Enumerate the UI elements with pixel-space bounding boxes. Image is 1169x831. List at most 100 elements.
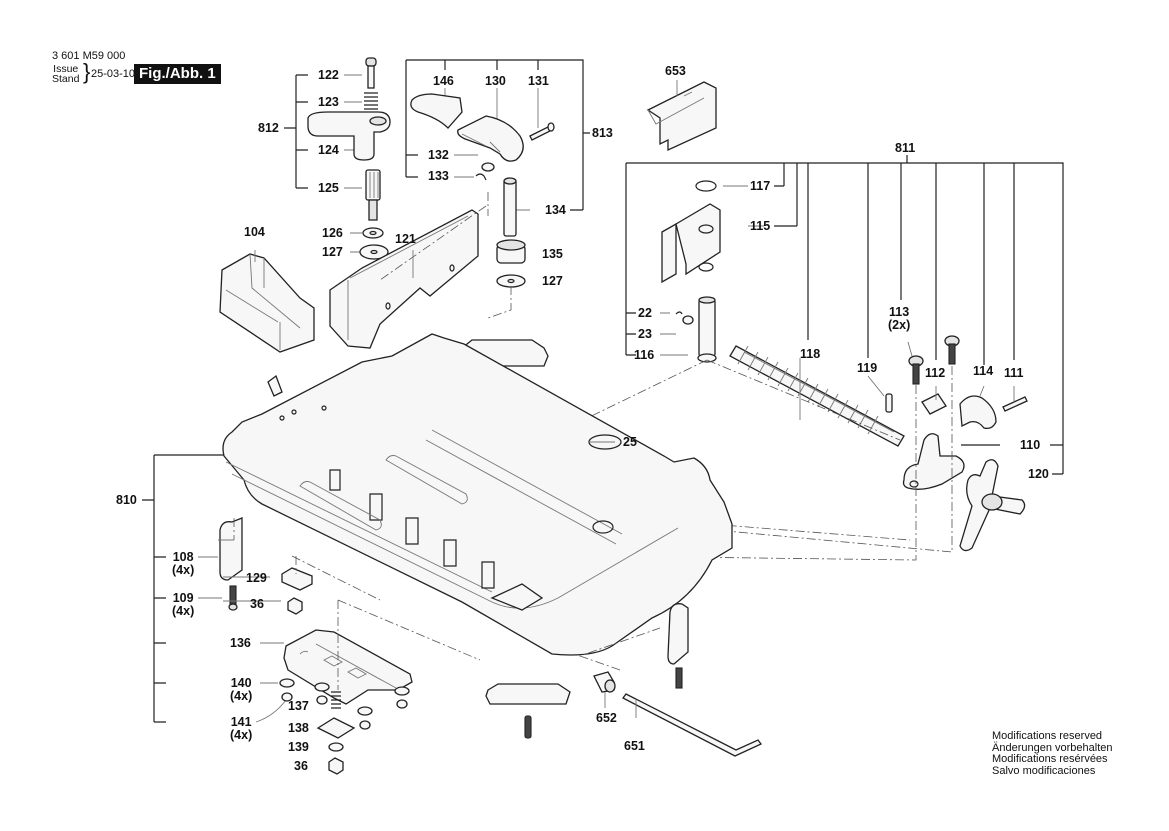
figure-badge: Fig./Abb. 1 [134, 64, 221, 84]
callout-124: 124 [318, 143, 339, 157]
bracket-110 [902, 433, 965, 490]
clip-133 [475, 173, 487, 181]
plate-136 [283, 629, 413, 705]
callout-132: 132 [428, 148, 449, 162]
callout-23: 23 [638, 327, 652, 341]
callout-22: 22 [638, 306, 652, 320]
washer-23 [682, 315, 694, 325]
fence-121 [329, 209, 479, 349]
callout-129: 129 [246, 571, 267, 585]
nut-36b [328, 757, 344, 775]
pin-131 [529, 122, 555, 141]
spring-137 [331, 691, 341, 709]
screw-113b [944, 335, 960, 365]
callout-112: 112 [925, 366, 946, 380]
pin-119 [885, 393, 893, 413]
callout-127-b: 127 [542, 274, 563, 288]
pin-111 [1002, 396, 1028, 412]
callout-118: 118 [800, 347, 821, 361]
clip-22 [675, 311, 683, 315]
issue-label-en: Issue [53, 63, 79, 75]
nuts-141 [281, 692, 408, 730]
issue-label: Issue Stand [52, 63, 80, 85]
callout-122: 122 [318, 68, 339, 82]
washer-127b [496, 274, 526, 288]
slide-138 [316, 717, 356, 739]
callout-812: 812 [258, 121, 279, 135]
callout-810: 810 [116, 493, 137, 507]
plug-652 [593, 671, 616, 693]
callout-116: 116 [634, 348, 655, 362]
screw-122 [365, 57, 377, 89]
grip-146 [410, 93, 463, 129]
callout-110: 110 [1020, 438, 1041, 452]
callout-119: 119 [857, 361, 878, 375]
callout-134: 134 [545, 203, 566, 217]
callout-126: 126 [322, 226, 343, 240]
callout-127: 127 [322, 245, 343, 259]
callout-111: 111 [1004, 366, 1024, 380]
foot-108 [219, 517, 243, 581]
issue-label-de: Stand [52, 73, 80, 85]
callout-117: 117 [750, 179, 771, 193]
callout-36: 36 [250, 597, 264, 611]
callout-125: 125 [318, 181, 339, 195]
callout-104: 104 [244, 225, 265, 239]
issue-date: 25-03-10 [91, 68, 136, 80]
nut-block-129 [281, 567, 313, 591]
note-line-en: Modifications reserved [992, 730, 1103, 742]
screw-113a [908, 355, 924, 385]
note-line-es: Salvo modificaciones [992, 764, 1096, 777]
callout-121: 121 [395, 232, 416, 246]
callout-138: 138 [288, 721, 309, 735]
callout-131: 131 [528, 74, 549, 88]
callout-135: 135 [542, 247, 563, 261]
callout-653: 653 [665, 64, 686, 78]
callout-651: 651 [624, 739, 645, 753]
callout-136: 136 [230, 636, 251, 650]
callout-25: 25 [623, 435, 637, 449]
base-810 [222, 333, 733, 656]
rod-134 [503, 177, 517, 237]
hex-key-651 [622, 693, 763, 757]
washer-127a [359, 244, 389, 260]
note-line-fr: Modifications resérvées [992, 753, 1108, 766]
callout-811: 811 [895, 141, 916, 155]
callout-120: 120 [1028, 467, 1049, 481]
screw-109 [228, 585, 238, 611]
callout-115: 115 [750, 219, 771, 233]
bushing-135 [496, 239, 526, 264]
foot-right [667, 603, 689, 689]
callout-133: 133 [428, 169, 449, 183]
callout-652: 652 [596, 711, 617, 725]
group-810-bracket [142, 454, 287, 723]
callout-108: 108 (4x) [172, 550, 195, 577]
callout-813: 813 [592, 126, 613, 140]
sleeve-125 [365, 169, 381, 221]
callout-137: 137 [288, 699, 309, 713]
callout-139: 139 [288, 740, 309, 754]
clip-112 [921, 393, 947, 415]
circlip-117 [695, 180, 717, 192]
callout-130: 130 [485, 74, 506, 88]
callout-113: 113 (2x) [888, 305, 911, 332]
guide-653 [646, 81, 717, 152]
callout-109: 109 (4x) [172, 591, 195, 618]
callout-123: 123 [318, 95, 339, 109]
washer-132 [481, 162, 495, 172]
note-line-de: Änderungen vorbehalten [992, 741, 1113, 754]
knob-120 [959, 459, 1026, 552]
washers-140 [279, 678, 410, 716]
lever-124 [307, 111, 391, 161]
callout-141: 141 (4x) [230, 715, 253, 742]
part-number: 3 601 M59 000 [52, 50, 126, 62]
group-811-bracket [612, 155, 1064, 475]
callout-114: 114 [973, 364, 994, 378]
tray-104 [219, 253, 315, 353]
cam-114 [959, 395, 997, 430]
callout-140: 140 (4x) [230, 676, 253, 703]
nut-36a [287, 597, 303, 615]
callout-146: 146 [433, 74, 454, 88]
washer-126 [362, 227, 384, 239]
